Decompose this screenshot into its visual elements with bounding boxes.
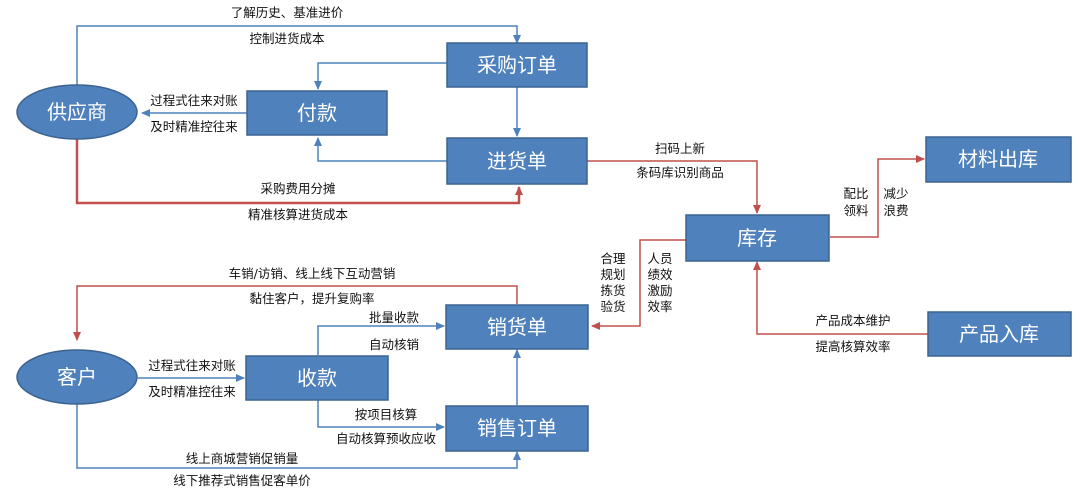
label-collect-1: 过程式往来对账 <box>148 358 236 373</box>
label-material-1b: 领料 <box>843 203 869 218</box>
material-out-node: 材料出库 <box>925 136 1072 183</box>
label-payment-1: 过程式往来对账 <box>150 93 238 108</box>
label-pick-2: 规划 <box>600 267 625 282</box>
label-marketing-1: 车销/访销、线上线下互动营销 <box>229 266 396 281</box>
sales-slip-node: 销货单 <box>445 304 589 350</box>
edge-labels: 了解历史、基准进价 控制进货成本 过程式往来对账 及时精准控往来 采购费用分摊 … <box>148 5 908 488</box>
svg-text:销售订单: 销售订单 <box>477 416 557 440</box>
svg-text:收款: 收款 <box>297 366 337 390</box>
label-pick-4: 验货 <box>600 299 625 314</box>
label-cost-2: 精准核算进货成本 <box>248 207 349 222</box>
svg-text:客户: 客户 <box>57 365 97 389</box>
svg-text:付款: 付款 <box>297 101 337 125</box>
edge-sales-slip-to-customer <box>73 285 518 341</box>
customer-node: 客户 <box>16 349 138 405</box>
edge-receipt-to-inventory <box>587 160 761 214</box>
label-staff-2: 绩效 <box>647 267 673 282</box>
edge-collection-to-sales-order <box>317 400 445 431</box>
svg-text:供应商: 供应商 <box>47 100 107 124</box>
svg-text:采购订单: 采购订单 <box>477 53 557 77</box>
label-material-2a: 减少 <box>883 186 908 201</box>
label-payment-2: 及时精准控往来 <box>150 119 238 134</box>
label-staff-3: 激励 <box>647 283 672 298</box>
receipt-node: 进货单 <box>446 137 588 185</box>
product-in-node: 产品入库 <box>927 311 1072 357</box>
sales-order-node: 销售订单 <box>445 405 589 452</box>
label-collect-2: 及时精准控往来 <box>148 384 236 399</box>
label-marketing-2: 黏住客户，提升复购率 <box>249 291 374 306</box>
edge-inventory-to-material-out <box>830 155 925 238</box>
label-online-2: 线下推荐式销售促客单价 <box>173 473 311 488</box>
label-scan-1: 扫码上新 <box>655 141 705 156</box>
purchase-order-node: 采购订单 <box>446 42 588 88</box>
supplier-node: 供应商 <box>16 84 138 140</box>
label-cost-1: 采购费用分摊 <box>260 181 335 196</box>
label-product-1: 产品成本维护 <box>815 313 890 328</box>
svg-text:库存: 库存 <box>737 226 777 250</box>
label-material-1a: 配比 <box>843 186 868 201</box>
label-supplier-po-1: 了解历史、基准进价 <box>231 5 344 20</box>
label-scan-2: 条码库识别商品 <box>636 165 724 180</box>
label-pick-3: 拣货 <box>600 283 625 298</box>
edge-product-in-to-inventory <box>753 261 928 335</box>
label-staff-4: 效率 <box>647 299 672 314</box>
edge-inventory-to-sales-slip <box>591 239 686 330</box>
edge-collection-to-sales-slip <box>317 322 445 355</box>
edge-supplier-to-receipt-cost <box>75 136 523 205</box>
collection-node: 收款 <box>245 355 389 401</box>
edge-customer-to-sales-order <box>76 400 521 469</box>
label-supplier-po-2: 控制进货成本 <box>249 31 325 46</box>
svg-text:材料出库: 材料出库 <box>958 147 1038 171</box>
label-staff-1: 人员 <box>647 251 672 266</box>
label-material-2b: 浪费 <box>883 203 908 218</box>
svg-text:进货单: 进货单 <box>487 149 547 173</box>
svg-text:销货单: 销货单 <box>487 315 547 339</box>
edge-supplier-to-po <box>76 25 521 88</box>
label-pick-1: 合理 <box>600 251 626 266</box>
edge-po-to-payment <box>314 62 447 90</box>
edge-receipt-to-payment <box>314 137 447 162</box>
label-project-2: 自动核算预收应收 <box>336 431 437 446</box>
label-online-1: 线上商城营销促销量 <box>186 451 299 466</box>
svg-text:产品入库: 产品入库 <box>959 322 1039 346</box>
label-project-1: 按项目核算 <box>355 407 418 422</box>
payment-node: 付款 <box>246 90 388 136</box>
label-batch-1: 批量收款 <box>369 310 420 325</box>
label-product-2: 提高核算效率 <box>815 339 890 354</box>
inventory-node: 库存 <box>685 214 830 262</box>
label-batch-2: 自动核销 <box>369 337 419 352</box>
